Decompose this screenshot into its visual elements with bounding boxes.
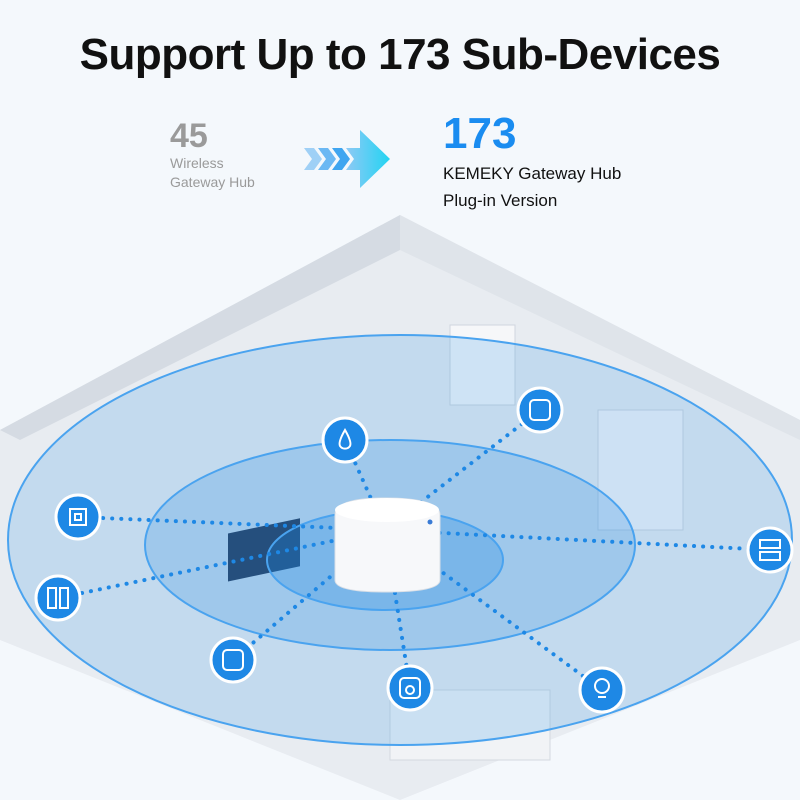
smart-switch-icon <box>746 526 794 574</box>
old-hub-label-1: Wireless <box>170 155 224 171</box>
new-hub-info: 173 KEMEKY Gateway Hub Plug-in Version <box>443 110 621 212</box>
sofa <box>389 689 551 761</box>
old-hub-count: 45 <box>170 117 208 155</box>
new-hub-label-2: Plug-in Version <box>443 191 558 210</box>
gateway-hub <box>334 497 441 593</box>
temperature-sensor-icon <box>386 664 434 712</box>
door-sensor-icon <box>54 493 102 541</box>
water-leak-sensor-icon <box>321 416 369 464</box>
smart-plug-icon <box>209 636 257 684</box>
old-hub-info: 45 Wireless Gateway Hub <box>170 118 255 192</box>
new-hub-label-1: KEMEKY Gateway Hub <box>443 164 622 183</box>
home-network-illustration <box>0 215 800 800</box>
tv <box>228 518 300 582</box>
smart-bulb-icon <box>578 666 626 714</box>
smart-plug-icon <box>516 386 564 434</box>
bookshelf <box>597 409 684 531</box>
upgrade-arrow-icon <box>304 130 390 188</box>
new-hub-count: 173 <box>443 109 517 158</box>
contact-sensor-icon <box>34 574 82 622</box>
room-wall-right <box>400 215 800 440</box>
room-wall-left <box>0 215 400 440</box>
old-hub-label-2: Gateway Hub <box>170 174 255 190</box>
page-title: Support Up to 173 Sub-Devices <box>79 30 721 79</box>
